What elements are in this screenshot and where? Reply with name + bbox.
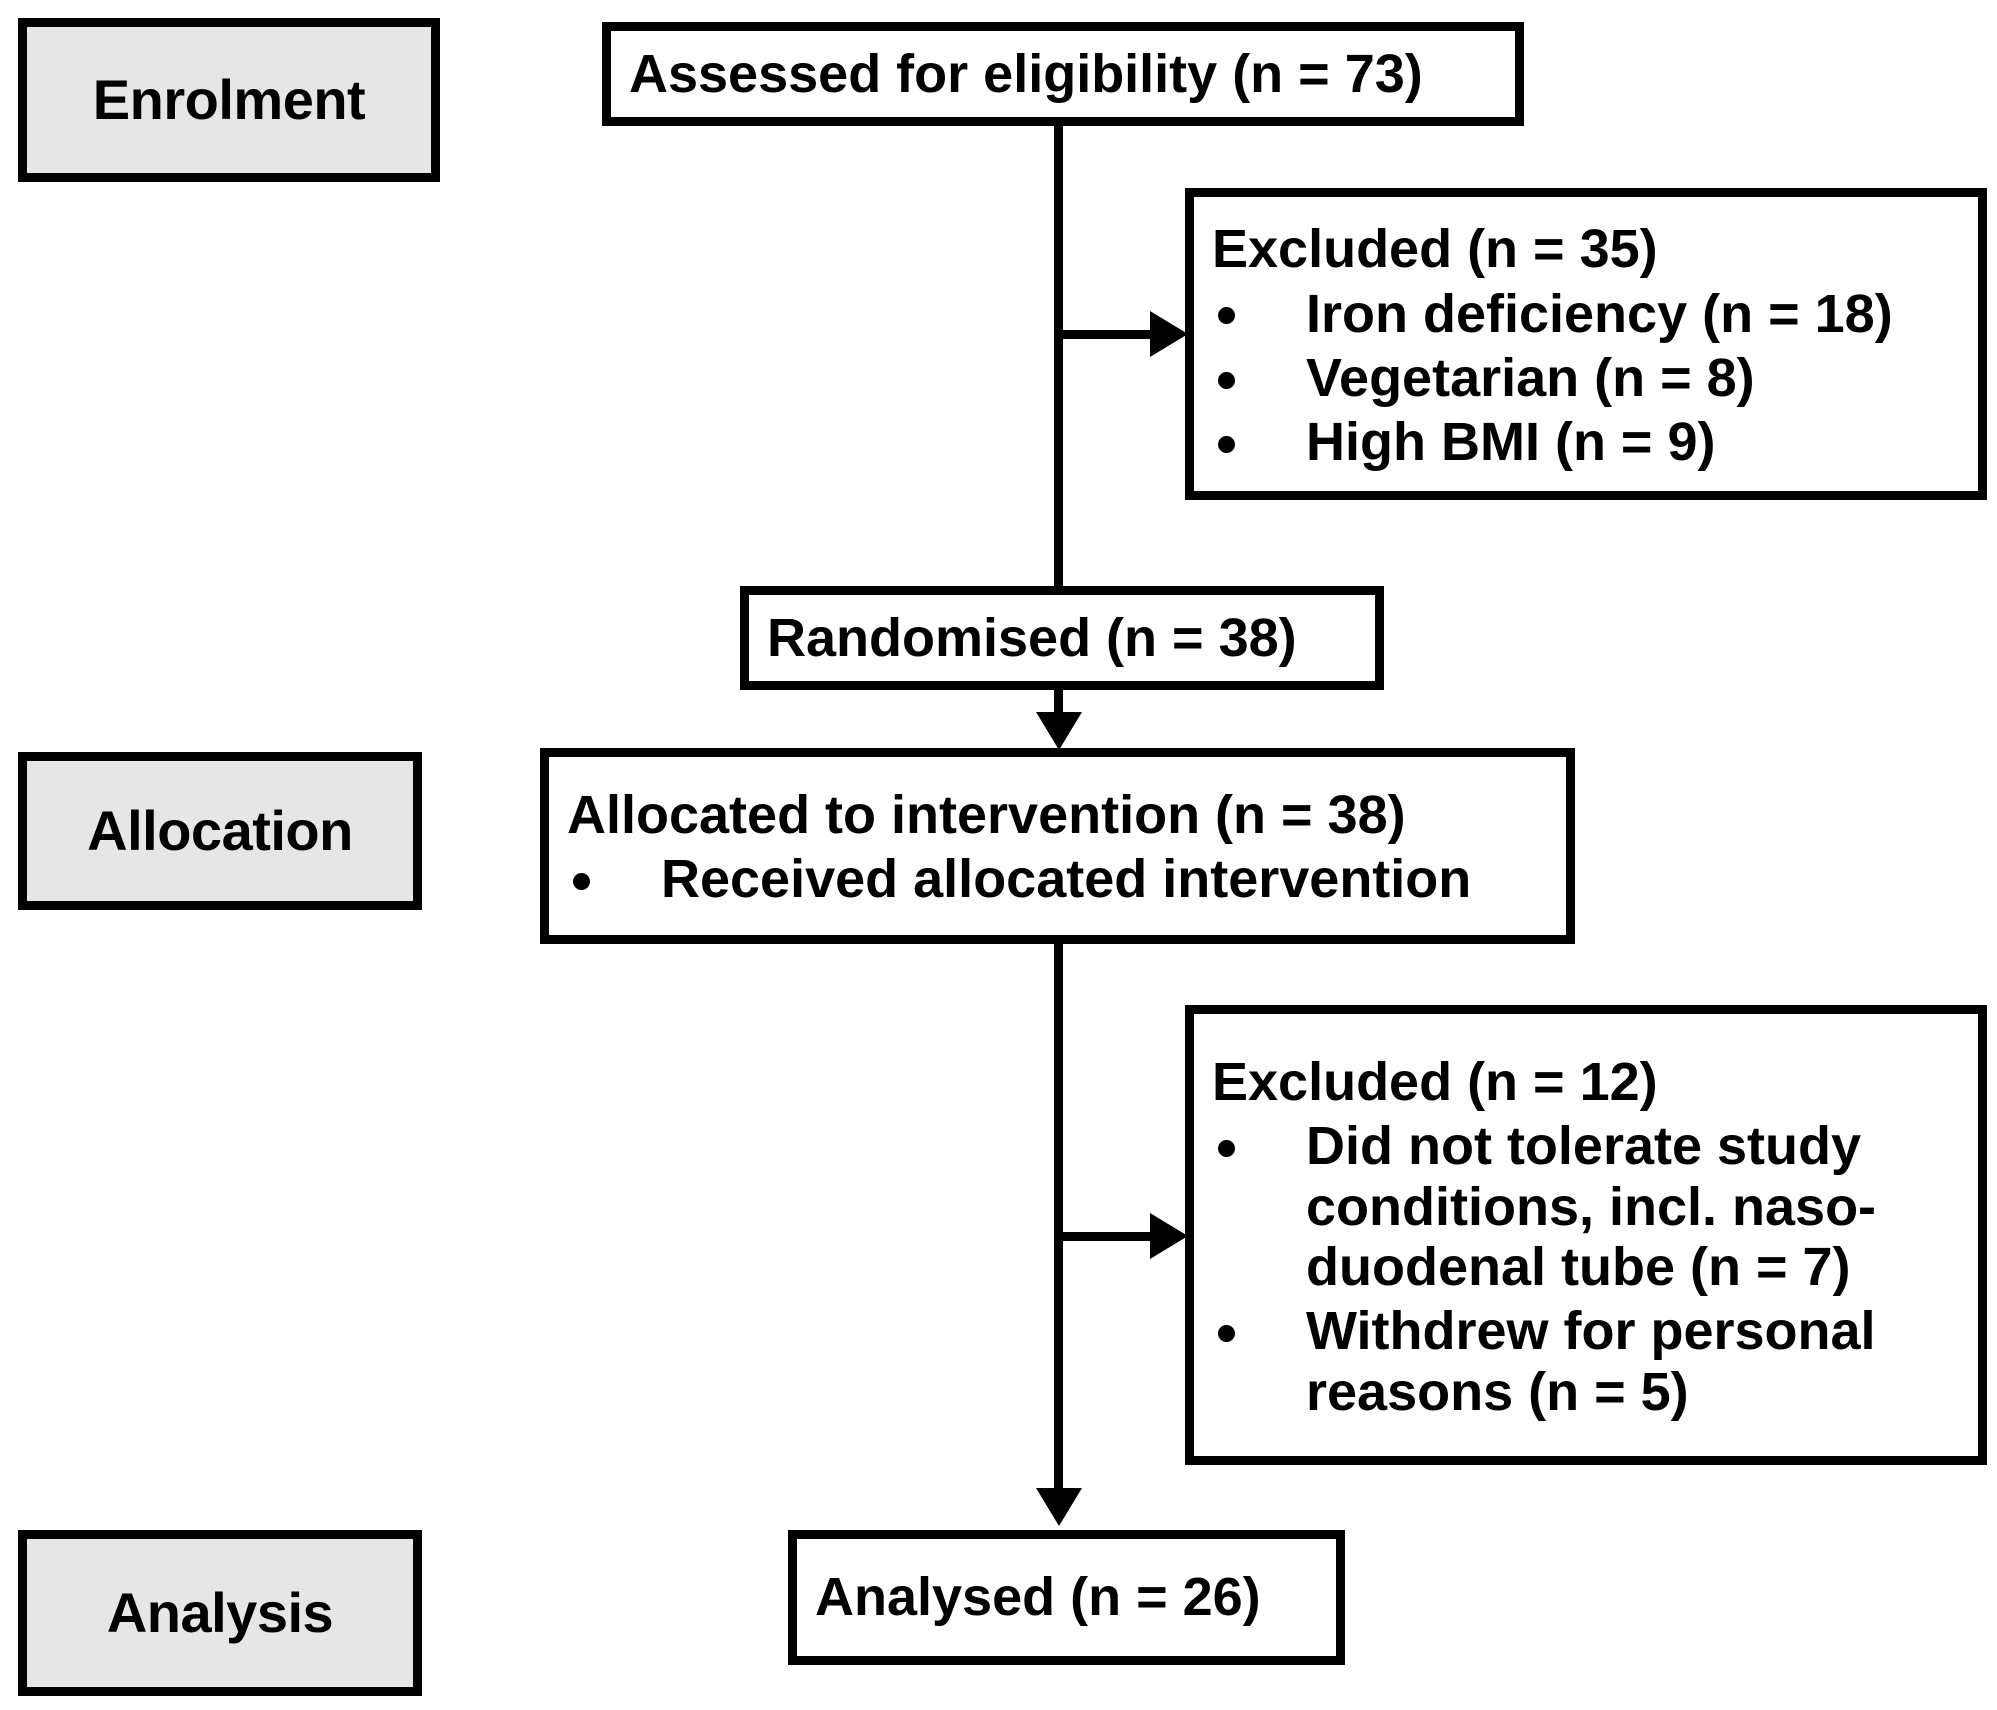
allocated-item-list: Received allocated intervention <box>549 845 1566 909</box>
stage-label-analysis: Analysis <box>18 1530 422 1696</box>
list-item: High BMI (n = 9) <box>1194 412 1978 472</box>
bullet-icon <box>1218 371 1235 389</box>
allocated-item-0: Received allocated intervention <box>661 849 1472 909</box>
node-allocated-to-intervention: Allocated to intervention (n = 38) Recei… <box>540 748 1575 944</box>
connector-allocated-to-analysed <box>1054 944 1063 1490</box>
node-allocated-title: Allocated to intervention (n = 38) <box>567 784 1406 845</box>
stage-label-enrolment-text: Enrolment <box>92 67 366 131</box>
node-excluded-allocation: Excluded (n = 12) Did not tolerate study… <box>1185 1005 1987 1465</box>
excluded-allocation-reason-list: Did not tolerate study conditions, incl.… <box>1194 1112 1978 1422</box>
node-analysed-title: Analysed (n = 26) <box>815 1567 1261 1628</box>
list-item: Did not tolerate study conditions, incl.… <box>1194 1116 1978 1297</box>
arrowhead-analysed-icon <box>1036 1488 1082 1526</box>
node-randomised-title: Randomised (n = 38) <box>767 607 1297 668</box>
stage-label-allocation-text: Allocation <box>87 798 353 862</box>
excluded-enrolment-reason-list: Iron deficiency (n = 18) Vegetarian (n =… <box>1194 280 1978 473</box>
bullet-icon <box>1218 1325 1235 1343</box>
list-item: Withdrew for personal reasons (n = 5) <box>1194 1301 1978 1422</box>
stage-label-analysis-text: Analysis <box>106 1580 334 1644</box>
node-assessed-for-eligibility: Assessed for eligibility (n = 73) <box>602 22 1524 126</box>
node-assessed-title: Assessed for eligibility (n = 73) <box>629 43 1423 104</box>
node-randomised: Randomised (n = 38) <box>740 586 1384 690</box>
bullet-icon <box>1218 436 1235 454</box>
stage-label-enrolment: Enrolment <box>18 18 440 182</box>
connector-branch-excluded-enrolment <box>1054 330 1156 339</box>
connector-branch-excluded-allocation <box>1054 1232 1156 1241</box>
excluded-allocation-reason-0: Did not tolerate study conditions, incl.… <box>1306 1116 1877 1297</box>
node-excluded-enrolment-title: Excluded (n = 35) <box>1212 219 1658 280</box>
connector-randomised-to-allocated <box>1054 690 1063 718</box>
node-excluded-enrolment: Excluded (n = 35) Iron deficiency (n = 1… <box>1185 188 1987 500</box>
arrowhead-allocated-icon <box>1036 712 1082 750</box>
bullet-icon <box>1218 307 1235 325</box>
excluded-enrolment-reason-0: Iron deficiency (n = 18) <box>1306 283 1893 344</box>
stage-label-allocation: Allocation <box>18 752 422 910</box>
bullet-icon <box>1218 1139 1235 1157</box>
list-item: Received allocated intervention <box>549 849 1566 909</box>
arrowhead-excluded-allocation-icon <box>1150 1213 1188 1259</box>
connector-assessed-to-randomised <box>1054 126 1063 586</box>
excluded-allocation-reason-1: Withdrew for personal reasons (n = 5) <box>1306 1301 1876 1422</box>
excluded-enrolment-reason-1: Vegetarian (n = 8) <box>1306 348 1755 408</box>
node-analysed: Analysed (n = 26) <box>788 1530 1345 1665</box>
arrowhead-excluded-enrolment-icon <box>1150 311 1188 357</box>
list-item: Iron deficiency (n = 18) <box>1194 284 1978 344</box>
bullet-icon <box>573 872 590 890</box>
excluded-enrolment-reason-2: High BMI (n = 9) <box>1306 412 1716 473</box>
node-excluded-allocation-title: Excluded (n = 12) <box>1212 1051 1658 1112</box>
list-item: Vegetarian (n = 8) <box>1194 348 1978 408</box>
